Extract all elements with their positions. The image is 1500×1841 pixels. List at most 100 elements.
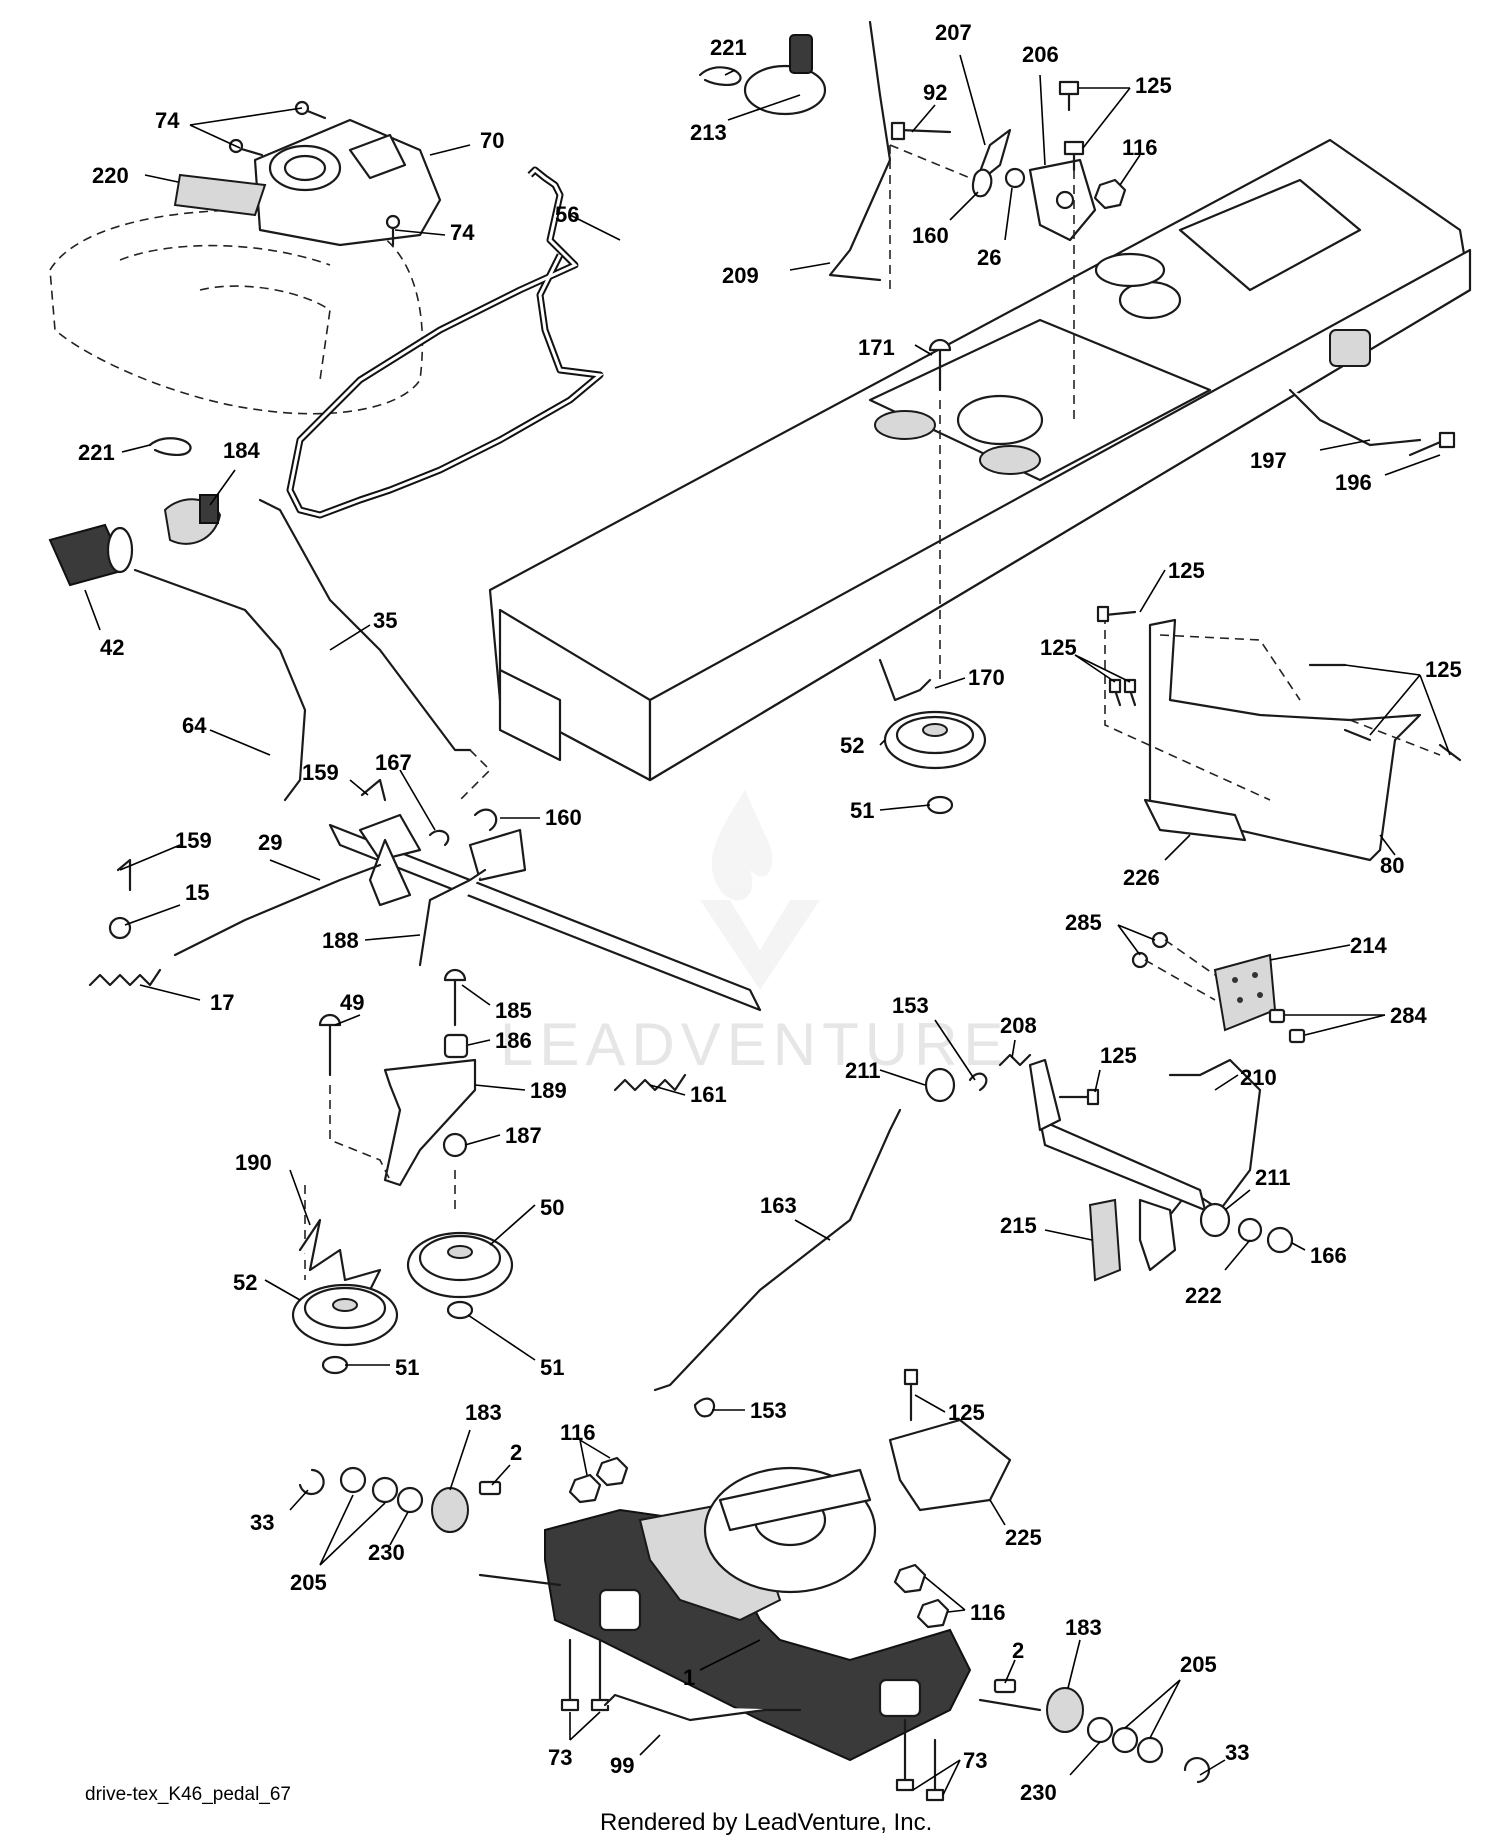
- screws-285: [1131, 931, 1169, 969]
- callout-171: 171: [858, 335, 895, 360]
- bolt-125-top-a: [1058, 80, 1080, 112]
- drive-belt-56-inner: [288, 167, 604, 517]
- callout-51: 51: [540, 1355, 564, 1380]
- callout-170: 170: [968, 665, 1005, 690]
- callout-70: 70: [480, 128, 504, 153]
- pulley-52-center: [883, 710, 987, 770]
- pedal-pad-214: [1213, 953, 1277, 1032]
- nut-51-mid: [446, 1300, 474, 1320]
- screw-74-a: [294, 100, 327, 120]
- shift-lever-209: [828, 20, 892, 282]
- callout-222: 222: [1185, 1283, 1222, 1308]
- callout-161: 161: [690, 1082, 727, 1107]
- callout-190: 190: [235, 1150, 272, 1175]
- callout-42: 42: [100, 635, 124, 660]
- clip-221-left: [148, 437, 192, 456]
- bushing-211-right: [1199, 1202, 1231, 1238]
- rod-197: [1288, 388, 1422, 447]
- rod-163: [653, 1108, 902, 1392]
- callout-205: 205: [1180, 1652, 1217, 1677]
- footer-credit: Rendered by LeadVenture, Inc.: [600, 1809, 932, 1836]
- bolt-125-pedal: [1058, 1088, 1100, 1106]
- bolt-92: [890, 121, 952, 141]
- callout-183: 183: [465, 1400, 502, 1425]
- callout-29: 29: [258, 830, 282, 855]
- dash-80: [1104, 615, 1441, 801]
- callout-183: 183: [1065, 1615, 1102, 1640]
- bracket-189: [383, 1058, 477, 1187]
- callout-189: 189: [530, 1078, 567, 1103]
- callout-226: 226: [1123, 865, 1160, 890]
- nut-51-center: [926, 795, 954, 815]
- callout-205: 205: [290, 1570, 327, 1595]
- rod-29: [173, 863, 382, 957]
- callout-1: 1: [683, 1665, 695, 1690]
- callout-225: 225: [1005, 1525, 1042, 1550]
- bolt-171: [928, 338, 952, 392]
- callout-52: 52: [840, 733, 864, 758]
- callout-166: 166: [1310, 1243, 1347, 1268]
- callout-125: 125: [1040, 635, 1077, 660]
- clip-167: [428, 829, 450, 847]
- callout-125: 125: [1425, 657, 1462, 682]
- callout-210: 210: [1240, 1065, 1277, 1090]
- callout-26: 26: [977, 245, 1001, 270]
- pin-159: [360, 778, 387, 802]
- diagram-id-label: drive-tex_K46_pedal_67: [85, 1784, 291, 1805]
- spring-208: [998, 1053, 1032, 1067]
- pulley-52-left: [291, 1283, 399, 1347]
- shift-console-70: [253, 118, 442, 247]
- callout-221: 221: [78, 440, 115, 465]
- callout-187: 187: [505, 1123, 542, 1148]
- callout-167: 167: [375, 750, 412, 775]
- callout-125: 125: [1168, 558, 1205, 583]
- bolt-185: [443, 968, 467, 1027]
- callout-213: 213: [690, 120, 727, 145]
- callout-211: 211: [1255, 1165, 1291, 1190]
- callout-50: 50: [540, 1195, 564, 1220]
- callout-284: 284: [1390, 1003, 1427, 1028]
- clip-166: [1266, 1226, 1294, 1254]
- callout-52: 52: [233, 1270, 257, 1295]
- screw-74-b: [228, 138, 264, 157]
- dash-189: [304, 1085, 456, 1280]
- callout-208: 208: [1000, 1013, 1037, 1038]
- dash-92: [889, 144, 976, 290]
- callout-153: 153: [750, 1398, 787, 1423]
- rod-99: [603, 1693, 802, 1722]
- leader-lines: [84, 54, 1451, 1796]
- callout-163: 163: [760, 1193, 797, 1218]
- lever-bracket: [358, 813, 527, 907]
- callout-220: 220: [92, 163, 129, 188]
- knob-184: [163, 494, 222, 545]
- pulley-50: [406, 1231, 514, 1299]
- rod-35: [258, 498, 472, 752]
- callout-73: 73: [963, 1748, 987, 1773]
- callout-33: 33: [250, 1510, 274, 1535]
- callout-159: 159: [175, 828, 212, 853]
- callout-92: 92: [923, 80, 947, 105]
- callout-209: 209: [722, 263, 759, 288]
- ring-26: [1004, 167, 1026, 189]
- belt-guide-170: [878, 658, 932, 702]
- callout-74: 74: [450, 220, 475, 245]
- clip-160-top: [971, 168, 993, 198]
- belt-guide-190: [298, 1218, 382, 1302]
- clip-153-bottom: [693, 1397, 716, 1418]
- callout-51: 51: [850, 798, 874, 823]
- frame-main: [488, 138, 1472, 782]
- clip-160-left: [473, 808, 498, 832]
- grip-42: [48, 523, 134, 587]
- callout-215: 215: [1000, 1213, 1037, 1238]
- bracket-206: [1028, 158, 1097, 242]
- bracket-80: [1148, 618, 1422, 862]
- callout-214: 214: [1350, 933, 1387, 958]
- bracket-pedal: [1028, 1058, 1062, 1132]
- watermark-text: LEADVENTURE: [500, 1011, 1009, 1078]
- callout-153: 153: [892, 993, 929, 1018]
- arm-pedal: [1138, 1198, 1177, 1272]
- dash-214: [1144, 939, 1216, 1001]
- callout-230: 230: [1020, 1780, 1057, 1805]
- pad-215: [1088, 1198, 1122, 1282]
- bolts-125-right: [1096, 605, 1462, 762]
